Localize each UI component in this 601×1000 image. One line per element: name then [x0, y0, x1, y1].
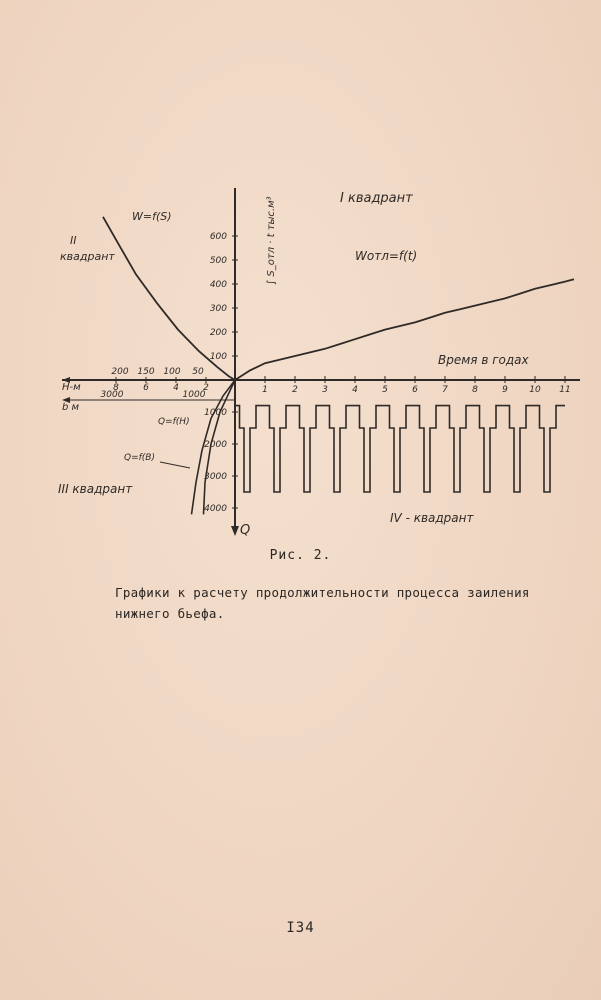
- q-h-curve: [202, 379, 236, 515]
- figure-caption: Графики к расчету продолжительности проц…: [115, 582, 555, 624]
- s-tick-label: 500: [210, 256, 227, 266]
- q-tick-label: 3000: [204, 472, 227, 482]
- q-h-curve-label: Q=f(H): [158, 417, 190, 427]
- time-tick-label: 10: [529, 385, 541, 395]
- time-tick-label: 8: [472, 385, 478, 395]
- b-tick-label: 1000: [183, 390, 206, 400]
- b-axis-label: b м: [62, 402, 80, 413]
- q-tick-label: 4000: [204, 504, 227, 514]
- quadrant-3-label: III квадрант: [58, 482, 133, 496]
- time-tick-label: 4: [352, 385, 358, 395]
- h-small-tick-label: 2: [203, 383, 209, 393]
- h-axis-label: H-м: [62, 382, 81, 393]
- time-tick-label: 5: [382, 385, 388, 395]
- time-tick-label: 6: [412, 385, 418, 395]
- caption-line-1: Графики к расчету продолжительности проц…: [115, 585, 530, 600]
- quadrant-2-numeral: II: [70, 234, 77, 247]
- time-tick-label: 9: [502, 385, 508, 395]
- q-axis-label: Q: [240, 523, 250, 538]
- ticks-layer: 1 2 3 4 5 6 7 8 9 10 11 100 200 300 400 500 600 1000 2000 3…: [101, 232, 571, 514]
- h-small-tick-label: 4: [173, 383, 179, 393]
- time-axis-label: Время в годах: [438, 353, 530, 367]
- labels-layer: I квадрант II квадрант III квадрант IV -…: [58, 191, 530, 538]
- page-number: I34: [286, 920, 315, 936]
- h-small-tick-label: 8: [113, 383, 119, 393]
- w-otl-curve-label: Wотл=f(t): [355, 249, 417, 263]
- w-s-curve: [102, 216, 236, 381]
- h-tick-label: 150: [137, 367, 154, 377]
- q-axis-arrow: [231, 526, 239, 536]
- time-tick-label: 11: [559, 385, 570, 395]
- s-tick-label: 400: [210, 280, 227, 290]
- s-tick-label: 200: [210, 328, 227, 338]
- q-b-pointer-arrow: [159, 461, 191, 469]
- b-tick-label: 3000: [101, 390, 124, 400]
- caption-line-2: нижнего бьефа.: [115, 606, 225, 621]
- h-tick-label: 200: [111, 367, 128, 377]
- time-tick-label: 1: [262, 385, 268, 395]
- q-tick-label: 1000: [204, 408, 227, 418]
- s-tick-label: 300: [210, 304, 227, 314]
- b-axis-arrow: [62, 397, 70, 403]
- quadrant-2-label: квадрант: [60, 250, 115, 263]
- time-tick-label: 3: [322, 385, 328, 395]
- q-tick-label: 2000: [204, 440, 227, 450]
- q-b-curve-label: Q=f(B): [124, 453, 155, 463]
- quadrant-1-label: I квадрант: [340, 191, 413, 206]
- q-b-curve: [190, 379, 236, 515]
- h-small-tick-label: 6: [143, 383, 149, 393]
- chart-figure: 1 2 3 4 5 6 7 8 9 10 11 100 200 300 400 500 600 1000 2000 3…: [40, 150, 600, 540]
- wotl-curve: [234, 278, 575, 381]
- quadrant-4-label: IV - квадрант: [390, 511, 474, 525]
- time-tick-label: 7: [442, 385, 448, 395]
- q-hydrograph-curve: [235, 404, 565, 493]
- figure-number: Рис. 2.: [269, 548, 332, 563]
- w-s-curve-label: W=f(S): [132, 210, 172, 223]
- time-tick-label: 2: [292, 385, 298, 395]
- h-tick-label: 100: [163, 367, 180, 377]
- h-tick-label: 50: [192, 367, 204, 377]
- s-tick-label: 100: [210, 352, 227, 362]
- s-axis-label: ∫ S_отл · t тыс.м³: [266, 196, 277, 285]
- series-layer: [102, 216, 575, 515]
- s-tick-label: 600: [210, 232, 227, 242]
- quadrant-chart: 1 2 3 4 5 6 7 8 9 10 11 100 200 300 400 500 600 1000 2000 3…: [58, 188, 580, 538]
- axes-layer: [62, 188, 580, 536]
- h-axis-arrow: [62, 377, 70, 383]
